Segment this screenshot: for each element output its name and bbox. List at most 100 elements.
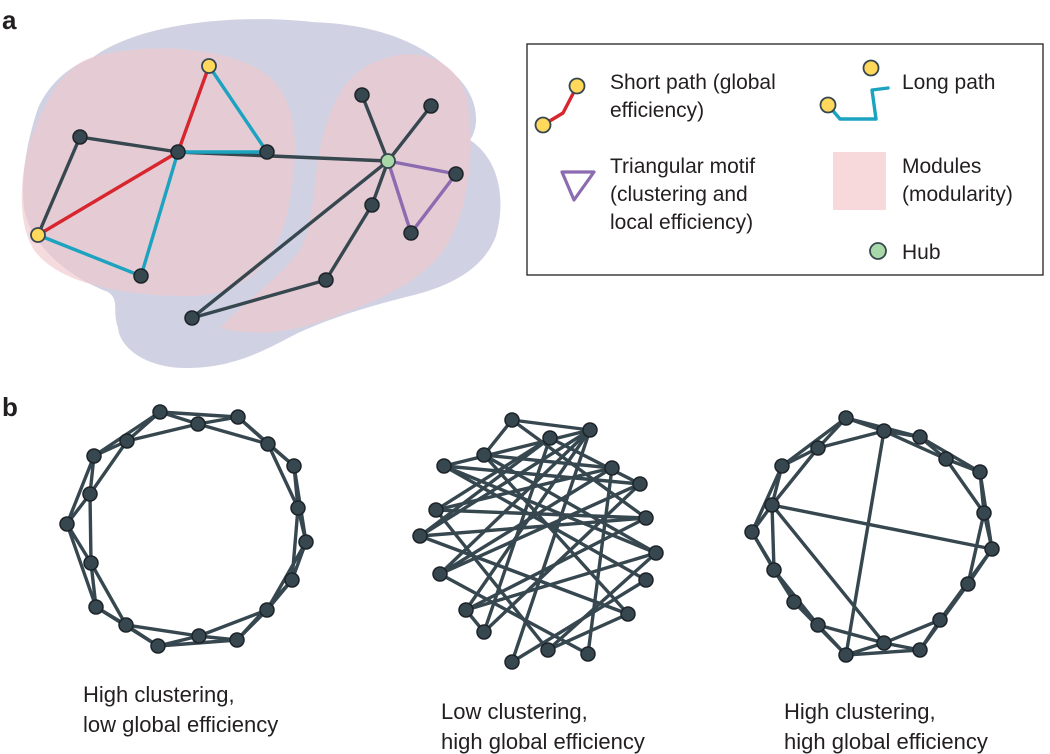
network-node — [170, 144, 186, 160]
network-node — [229, 632, 245, 648]
network-node — [876, 635, 892, 651]
network-edge — [65, 522, 98, 609]
triangle-motif-edge — [386, 159, 458, 176]
network-edge — [844, 648, 922, 657]
network-edge — [770, 503, 994, 551]
network-edge — [944, 457, 986, 515]
network-edge — [546, 612, 630, 652]
edge — [36, 135, 82, 237]
random-network — [412, 412, 664, 670]
network-node — [504, 412, 520, 428]
network-node — [764, 497, 780, 513]
hub-node — [380, 153, 396, 169]
network-edge — [750, 464, 784, 534]
network-node — [290, 500, 306, 516]
network-edge — [770, 503, 886, 645]
network-edge — [882, 429, 948, 461]
edge — [190, 159, 390, 320]
edge — [324, 203, 374, 282]
network-edge — [510, 418, 592, 432]
edge — [360, 93, 390, 163]
network-node — [423, 98, 439, 114]
legend-triangle-label: Triangular motif (clustering and local e… — [610, 155, 761, 234]
brain-network-illustration — [21, 19, 501, 368]
network-edge — [266, 442, 300, 510]
module-left — [21, 48, 295, 297]
network-node — [938, 451, 954, 467]
network-node — [184, 310, 200, 326]
network-node — [774, 458, 790, 474]
network-edge — [438, 466, 614, 576]
legend-modules-label: Modules (modularity) — [902, 155, 1013, 206]
network-node — [259, 144, 275, 160]
triangle-motif-icon — [560, 170, 596, 202]
network-edge — [65, 454, 96, 526]
network-edge — [510, 578, 648, 664]
network-edge — [482, 453, 614, 470]
network-node — [810, 617, 826, 633]
network-edge — [464, 516, 648, 612]
network-node — [133, 268, 149, 284]
network-node — [504, 654, 520, 670]
network-edge — [89, 561, 128, 627]
panel-a-label: a — [2, 5, 17, 35]
network-node — [428, 502, 444, 518]
network-node — [259, 602, 275, 618]
network-node — [766, 562, 782, 578]
network-node — [82, 486, 98, 502]
edge — [190, 278, 328, 320]
legend: Short path (global efficiency) Long path… — [526, 43, 1044, 276]
network-node — [620, 606, 636, 622]
network-edge — [882, 618, 942, 645]
network-node — [118, 617, 134, 633]
network-node — [298, 534, 314, 550]
network-node — [810, 440, 826, 456]
edge — [78, 135, 180, 154]
network-node — [632, 476, 648, 492]
legend-hub-label: Hub — [902, 241, 941, 264]
network-edge — [816, 429, 886, 450]
network-node — [838, 647, 854, 663]
network-node — [318, 272, 334, 288]
network-node — [436, 458, 452, 474]
network-node — [72, 129, 88, 145]
short-path-edge — [36, 150, 180, 237]
network-edge — [482, 482, 642, 634]
caption-low-clustering-high-efficiency: Low clustering, high global efficiency — [441, 699, 645, 754]
network-node — [972, 464, 988, 480]
network-node — [152, 404, 168, 420]
hub-icon — [869, 242, 887, 260]
network-edge — [124, 623, 201, 638]
network-node — [403, 225, 419, 241]
panel-b-label: b — [2, 392, 18, 422]
network-edge — [434, 436, 552, 512]
triangle-motif-edge — [386, 159, 413, 235]
network-node — [912, 642, 928, 658]
network-node — [59, 516, 75, 532]
network-edge — [434, 466, 614, 512]
legend-short-path-label: Short path (global efficiency) — [610, 71, 782, 122]
legend-long-path-label: Long path — [902, 71, 995, 94]
network-edge — [442, 464, 642, 486]
network-edge — [770, 503, 776, 572]
network-node — [960, 576, 976, 592]
triangle-motif-edge — [409, 172, 458, 235]
network-node — [412, 528, 428, 544]
network-node — [638, 572, 654, 588]
network-node — [744, 524, 760, 540]
network-node — [976, 505, 992, 521]
network-edge — [158, 410, 240, 419]
long-path-edge — [36, 233, 143, 278]
edge — [386, 104, 433, 163]
network-node — [912, 429, 928, 445]
network-node — [638, 510, 654, 526]
network-edge — [418, 516, 648, 538]
long-path-edge — [139, 150, 180, 278]
caption-high-clustering-high-efficiency: High clustering, high global efficiency — [784, 699, 988, 754]
network-node — [582, 422, 598, 438]
network-node — [119, 433, 135, 449]
network-node — [190, 416, 206, 432]
short-path-icon — [534, 77, 586, 134]
network-edge — [482, 453, 630, 616]
